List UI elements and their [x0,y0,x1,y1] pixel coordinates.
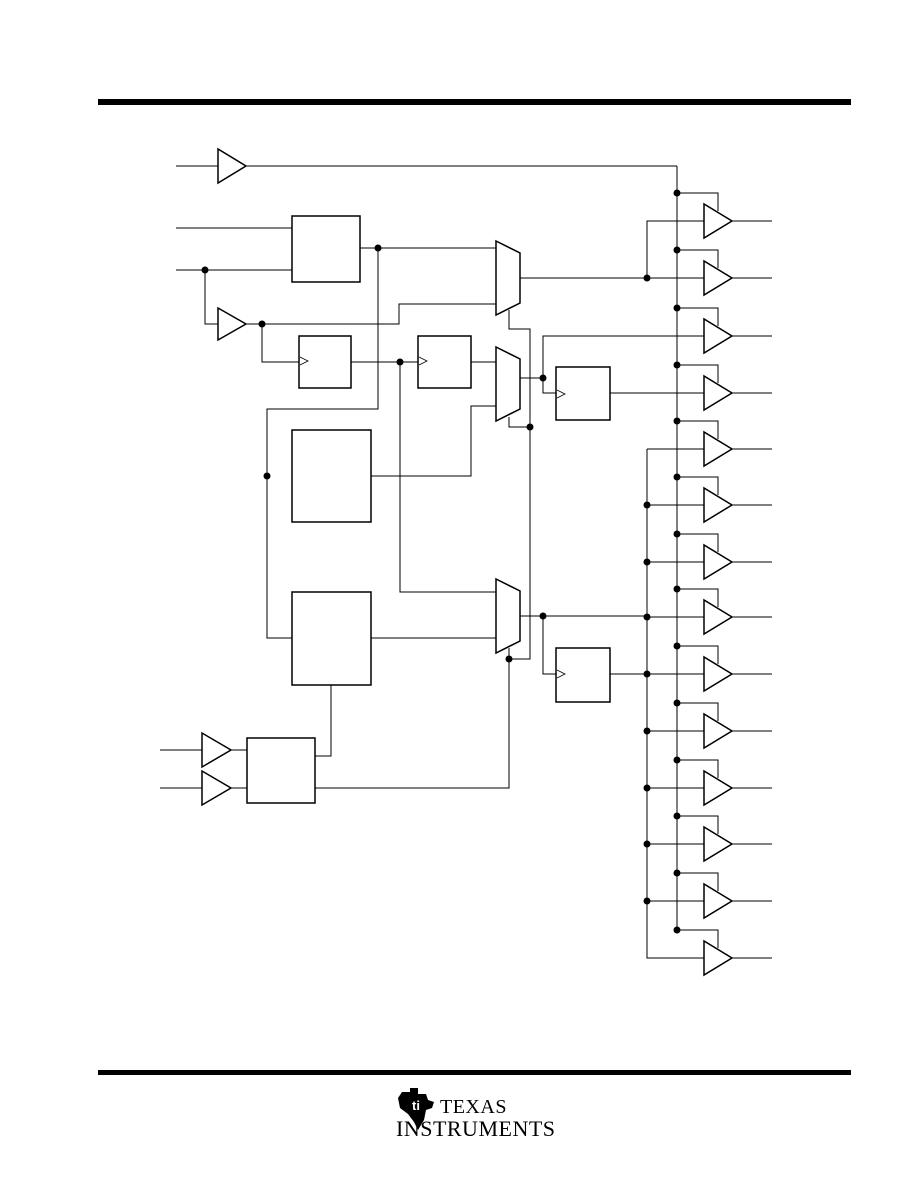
output-buffer-5 [703,430,734,468]
output-buffer-2 [703,259,734,297]
output-buffer-9 [703,655,734,693]
output-enable-wire [677,929,719,948]
output-enable-wire [677,759,719,778]
output-buffer-13 [703,882,734,920]
enable-junction-dot [673,189,681,197]
output-enable-wire [677,588,719,607]
output-enable-wire [677,364,719,383]
brand-line-2: INSTRUMENTS [396,1116,556,1141]
output-buffer-1 [703,202,734,240]
ti-state-logo-icon: ti [398,1088,434,1130]
output-enable-wire [677,815,719,834]
enable-junction-dot [673,304,681,312]
control-block-3 [291,591,372,686]
brand-line-1: TEXAS [440,1096,507,1118]
output-enable-wire [677,533,719,552]
bottom-rule [98,1070,851,1075]
output-buffer-11 [703,769,734,807]
enable-junction-dot [673,246,681,254]
output-buffer-10 [703,712,734,750]
output-buffer-12 [703,825,734,863]
ti-logo: ti TEXAS INSTRUMENTS [396,1086,556,1142]
control-block-2 [291,429,372,523]
enable-junction-dot [673,642,681,650]
enable-junction-dot [673,417,681,425]
enable-junction-dot [673,756,681,764]
enable-junction-dot [673,585,681,593]
enable-junction-dot [673,361,681,369]
enable-junction-dot [673,926,681,934]
svg-text:ti: ti [412,1098,420,1113]
internal-wiring [160,247,704,789]
flip-flop-4 [555,647,611,703]
output-buffer-7 [703,543,734,581]
mux-3 [495,577,521,655]
enable-junction-dot [673,530,681,538]
input-buffer-2 [217,306,248,342]
output-enable-wire [677,476,719,495]
output-buffer-array [673,189,772,977]
control-block-1 [291,215,361,283]
input-lines [176,165,678,930]
output-enable-wire [677,307,719,326]
output-buffer-14 [703,939,734,977]
mux-2 [495,345,521,423]
output-buffer-8 [703,598,734,636]
output-enable-wire [677,420,719,439]
output-enable-wire [677,702,719,721]
enable-junction-dot [673,812,681,820]
enable-junction-dot [673,699,681,707]
junction-dots [201,244,651,905]
output-enable-wire [677,192,719,211]
output-enable-wire [677,645,719,664]
flip-flop-2 [417,335,472,389]
enable-junction-dot [673,473,681,481]
output-buffer-6 [703,486,734,524]
input-buffer-1 [217,147,248,185]
top-rule [98,99,851,105]
output-enable-wire [677,872,719,891]
enable-junction-dot [673,869,681,877]
output-buffer-3 [703,317,734,355]
output-enable-wire [677,249,719,268]
output-buffer-4 [703,374,734,412]
decoder-block [246,737,316,804]
input-buffer-4 [201,769,233,807]
mux-1 [495,239,521,317]
input-buffer-3 [201,731,233,769]
